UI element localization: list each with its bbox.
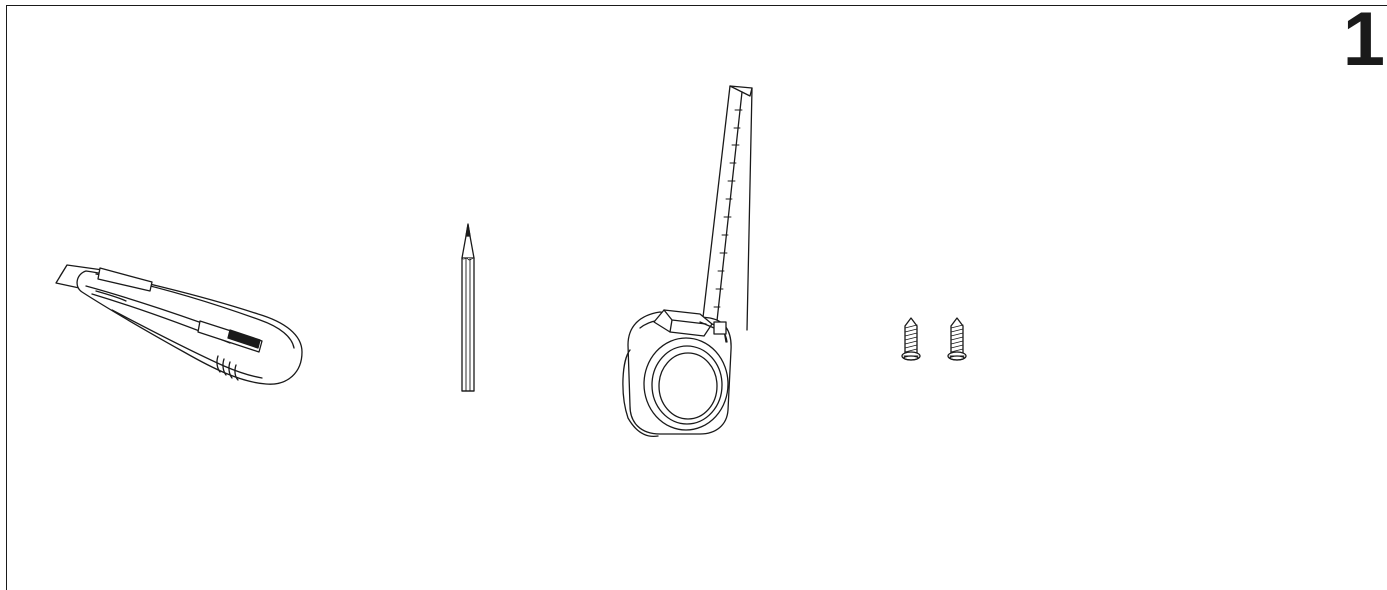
utility-knife-icon [55,264,303,385]
step-number: 1 [1342,0,1385,82]
screw-icon [947,317,967,361]
instruction-panel [6,5,1387,590]
pencil-icon [461,223,475,392]
tape-measure-icon [622,85,753,438]
screw-icon [901,317,921,361]
